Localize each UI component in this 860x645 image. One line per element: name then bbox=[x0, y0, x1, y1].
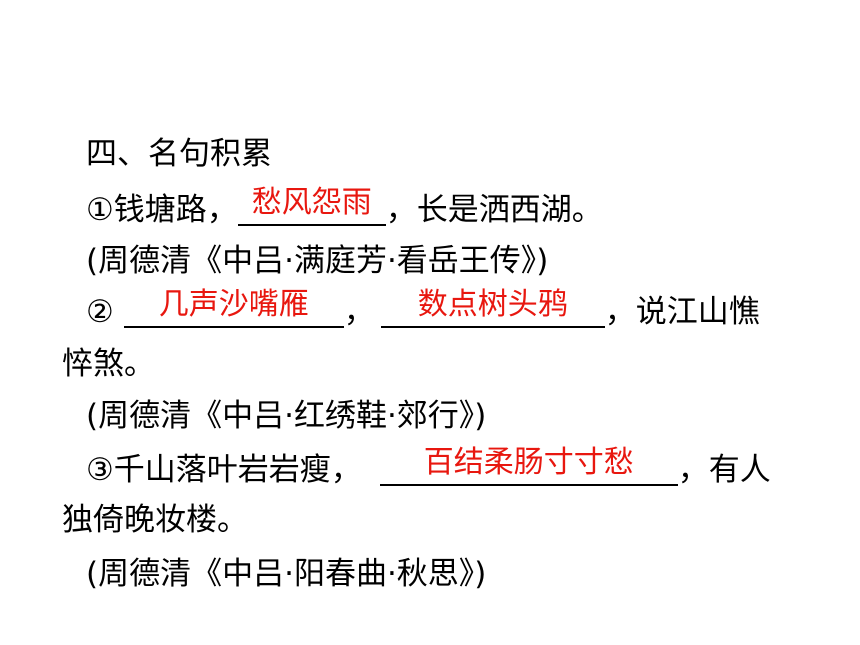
question-3-continuation-line: 独倚晚妆楼。 bbox=[62, 500, 248, 540]
question-2-line: ② 几声沙嘴雁 ， 数点树头鸦 ，说江山憔 bbox=[86, 287, 760, 331]
question-1-answer: 愁风怨雨 bbox=[251, 185, 372, 220]
question-2-suffix: ，说江山憔 bbox=[604, 294, 760, 330]
question-1-blank: 愁风怨雨 bbox=[237, 185, 386, 226]
question-2-source: (周德清《中吕·红绣鞋·郊行》) bbox=[86, 398, 487, 434]
section-title: 四、名句积累 bbox=[86, 134, 272, 174]
question-2-separator: ， bbox=[343, 294, 375, 330]
question-3-line: ③千山落叶岩岩瘦， 百结柔肠寸寸愁 ，有人 bbox=[86, 445, 771, 489]
question-1-prefix: ①钱塘路， bbox=[86, 192, 238, 228]
question-3-source-line: (周德清《中吕·阳春曲·秋思》) bbox=[86, 554, 486, 594]
question-2-blank-2: 数点树头鸦 bbox=[380, 287, 605, 328]
question-2-answer-2: 数点树头鸦 bbox=[417, 287, 568, 322]
question-3-source: (周德清《中吕·阳春曲·秋思》) bbox=[86, 556, 487, 592]
question-3-suffix: ，有人 bbox=[677, 452, 771, 488]
question-1-line: ①钱塘路， 愁风怨雨 ，长是洒西湖。 bbox=[86, 185, 603, 229]
question-2-source-line: (周德清《中吕·红绣鞋·郊行》) bbox=[86, 396, 486, 436]
question-2-continuation: 悴煞。 bbox=[62, 346, 155, 382]
section-title-text: 四、名句积累 bbox=[86, 136, 272, 172]
question-2-answer-1: 几声沙嘴雁 bbox=[158, 287, 309, 322]
question-2-prefix: ② bbox=[86, 294, 114, 330]
question-3-prefix: ③千山落叶岩岩瘦， bbox=[86, 452, 362, 488]
question-1-source-line: (周德清《中吕·满庭芳·看岳王传》) bbox=[86, 241, 548, 281]
question-2-blank-1: 几声沙嘴雁 bbox=[123, 287, 344, 328]
question-1-suffix: ，长是洒西湖。 bbox=[385, 192, 603, 228]
question-2-continuation-line: 悴煞。 bbox=[62, 344, 155, 384]
question-3-answer: 百结柔肠寸寸愁 bbox=[423, 445, 634, 480]
question-3-blank: 百结柔肠寸寸愁 bbox=[379, 445, 678, 486]
question-3-continuation: 独倚晚妆楼。 bbox=[62, 502, 248, 538]
question-1-source: (周德清《中吕·满庭芳·看岳王传》) bbox=[86, 243, 549, 279]
